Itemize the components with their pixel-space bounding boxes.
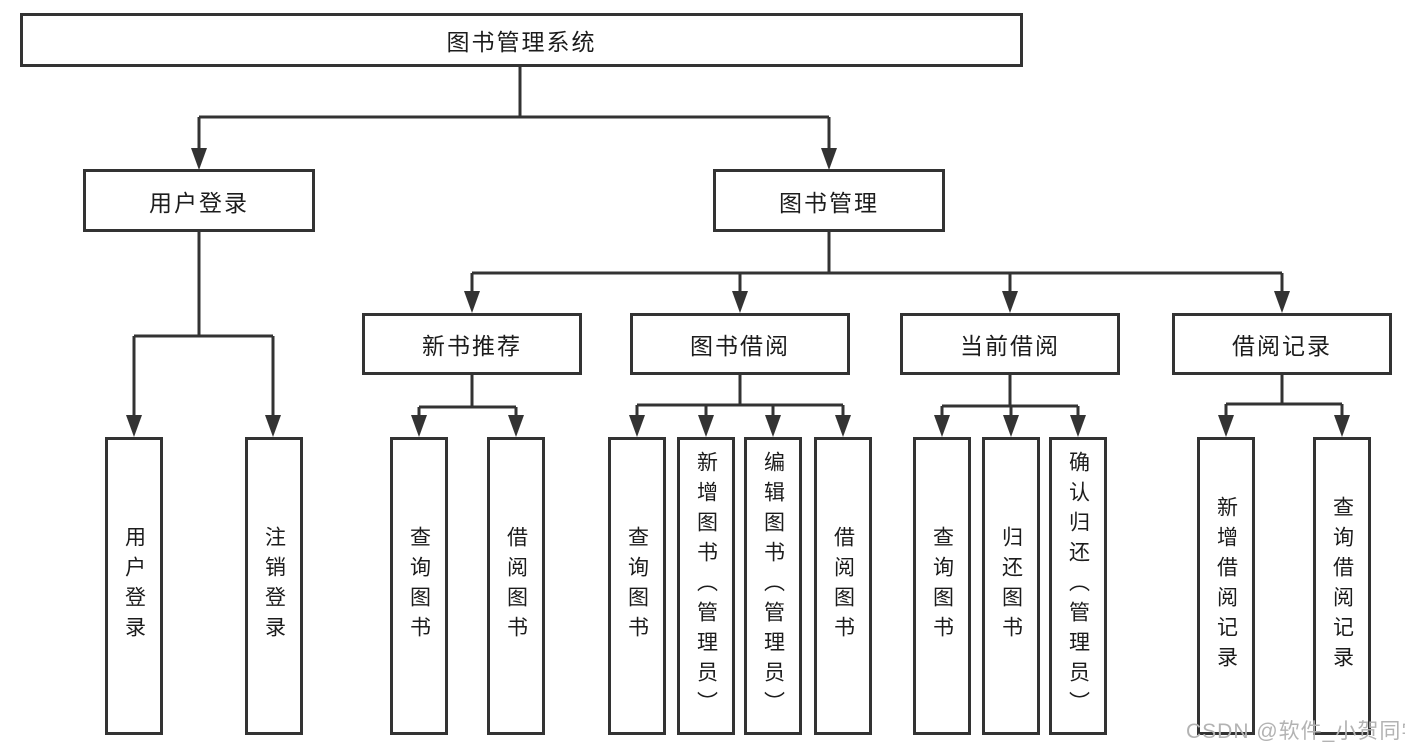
arrowhead	[411, 415, 427, 437]
leaf-add-borrow-record-label: 新增借阅记录	[1214, 496, 1238, 676]
node-user-login-label: 用户登录	[149, 189, 249, 216]
arrowhead	[1218, 415, 1234, 437]
leaf-logout: 注销登录	[245, 437, 303, 735]
arrowhead	[1003, 415, 1019, 437]
leaf-add-books-admin-label: 新增图书（管理员）	[694, 451, 718, 721]
arrowhead	[732, 291, 748, 313]
node-root: 图书管理系统	[20, 13, 1023, 67]
node-borrow-records-label: 借阅记录	[1232, 333, 1332, 359]
leaf-confirm-return-admin: 确认归还（管理员）	[1049, 437, 1107, 735]
arrowhead	[629, 415, 645, 437]
node-user-login: 用户登录	[83, 169, 315, 232]
node-new-book-recommend: 新书推荐	[362, 313, 582, 375]
leaf-edit-books-admin: 编辑图书（管理员）	[744, 437, 802, 735]
node-borrow-records: 借阅记录	[1172, 313, 1392, 375]
node-root-label: 图书管理系统	[446, 29, 597, 55]
node-book-borrow: 图书借阅	[630, 313, 850, 375]
arrowhead	[1070, 415, 1086, 437]
leaf-return-books: 归还图书	[982, 437, 1040, 735]
leaf-borrow-books-2-label: 借阅图书	[831, 526, 855, 646]
leaf-user-login: 用户登录	[105, 437, 163, 735]
leaf-query-books-1: 查询图书	[390, 437, 448, 735]
leaf-edit-books-admin-label: 编辑图书（管理员）	[761, 451, 785, 721]
leaf-logout-label: 注销登录	[262, 526, 286, 646]
node-new-book-recommend-label: 新书推荐	[422, 333, 522, 359]
node-current-borrow: 当前借阅	[900, 313, 1120, 375]
leaf-confirm-return-admin-label: 确认归还（管理员）	[1066, 451, 1090, 721]
arrowhead	[1274, 291, 1290, 313]
arrowhead	[1002, 291, 1018, 313]
leaf-return-books-label: 归还图书	[999, 526, 1023, 646]
leaf-query-books-2: 查询图书	[608, 437, 666, 735]
leaf-query-borrow-record-label: 查询借阅记录	[1330, 496, 1354, 676]
arrowhead	[934, 415, 950, 437]
arrowhead	[191, 148, 207, 170]
leaf-add-books-admin: 新增图书（管理员）	[677, 437, 735, 735]
leaf-user-login-label: 用户登录	[122, 526, 146, 646]
leaf-query-books-1-label: 查询图书	[407, 526, 431, 646]
leaf-borrow-books-1: 借阅图书	[487, 437, 545, 735]
leaf-query-borrow-record: 查询借阅记录	[1313, 437, 1371, 735]
csdn-watermark: CSDN @软件_小贺同学	[1186, 720, 1405, 743]
leaf-query-books-3-label: 查询图书	[930, 526, 954, 646]
arrowhead	[508, 415, 524, 437]
node-book-management-label: 图书管理	[779, 189, 879, 216]
arrowhead	[835, 415, 851, 437]
arrowhead	[464, 291, 480, 313]
arrowhead	[765, 415, 781, 437]
node-book-management: 图书管理	[713, 169, 945, 232]
arrowhead	[126, 415, 142, 437]
arrowhead	[1334, 415, 1350, 437]
node-current-borrow-label: 当前借阅	[960, 333, 1060, 359]
leaf-query-books-3: 查询图书	[913, 437, 971, 735]
leaf-add-borrow-record: 新增借阅记录	[1197, 437, 1255, 735]
arrowhead	[698, 415, 714, 437]
node-book-borrow-label: 图书借阅	[690, 333, 790, 359]
leaf-query-books-2-label: 查询图书	[625, 526, 649, 646]
leaf-borrow-books-1-label: 借阅图书	[504, 526, 528, 646]
arrowhead	[265, 415, 281, 437]
leaf-borrow-books-2: 借阅图书	[814, 437, 872, 735]
arrowhead	[821, 148, 837, 170]
